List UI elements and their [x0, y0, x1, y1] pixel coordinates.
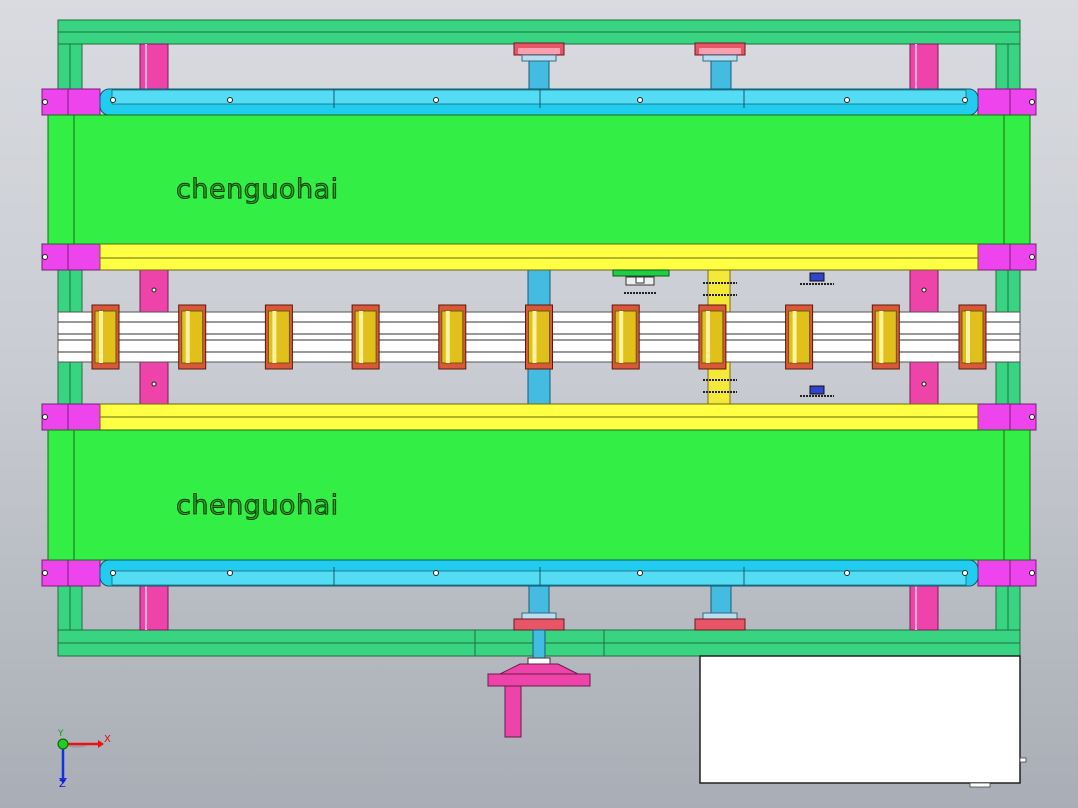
middle-bearings	[612, 269, 834, 397]
roller	[958, 304, 987, 370]
pink-posts	[139, 43, 939, 631]
handwheel-icon	[487, 629, 591, 738]
roller	[611, 304, 640, 370]
upper-belt-module	[41, 88, 1037, 271]
bearing-icon	[694, 612, 746, 631]
sprocket-icon	[703, 282, 737, 393]
roller	[178, 304, 207, 370]
roller-conveyor	[57, 304, 1021, 370]
roller	[264, 304, 293, 370]
axis-x-label: X	[104, 734, 111, 745]
roller	[785, 304, 814, 370]
roller	[871, 304, 900, 370]
bearing-icon	[513, 612, 565, 631]
bearing-icon	[513, 42, 565, 62]
bearing-blocks	[513, 42, 746, 631]
roller	[91, 304, 120, 370]
screws	[42, 97, 1035, 576]
post-highlights	[145, 44, 917, 630]
roller	[438, 304, 467, 370]
axis-z-label: Z	[59, 779, 66, 790]
lower-belt-module	[41, 403, 1037, 587]
roller	[698, 304, 727, 370]
triad-icon	[57, 738, 104, 784]
axis-y-label: Y	[58, 729, 64, 739]
roller	[351, 304, 380, 370]
white-panel	[699, 655, 1027, 788]
sprocket-icon	[624, 276, 656, 294]
roller	[525, 304, 553, 370]
bearing-icon	[800, 272, 834, 397]
bearing-icon	[694, 42, 746, 62]
